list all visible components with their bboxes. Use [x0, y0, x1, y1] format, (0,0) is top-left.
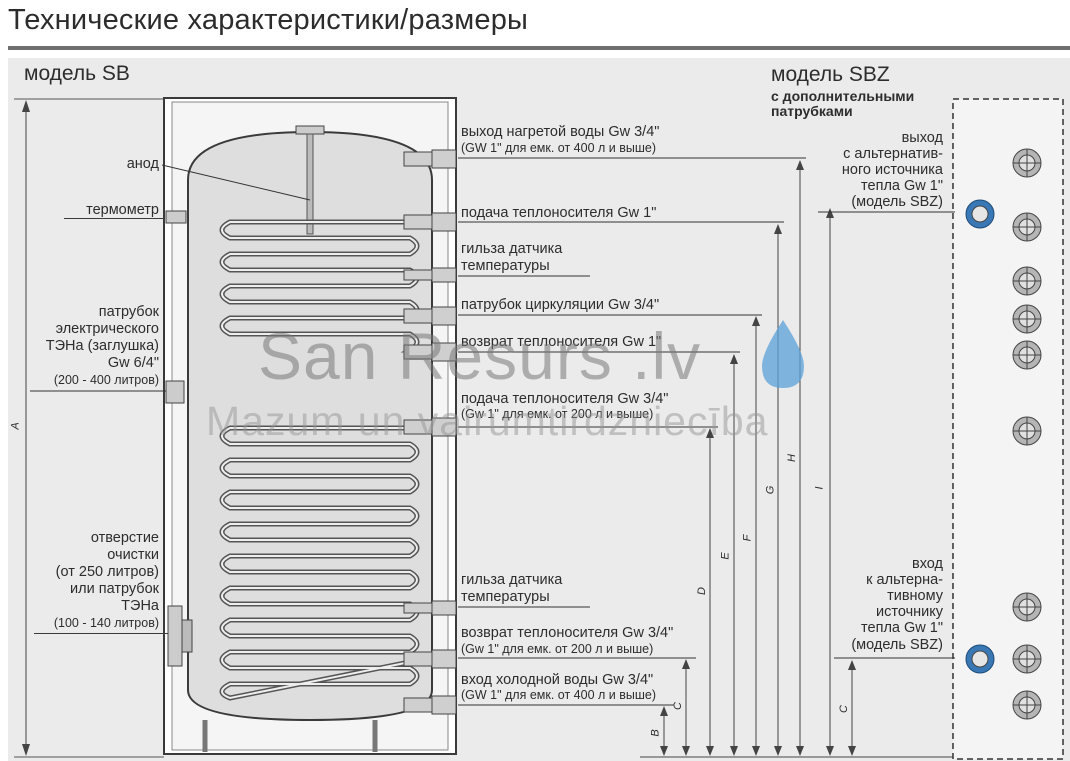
label-return-bottom-note: (Gw 1" для емк. от 200 л и выше): [461, 642, 654, 656]
label-heater-3: ТЭНа (заглушка): [45, 338, 159, 354]
label-alt-in-5: тепла Gw 1": [861, 620, 943, 636]
label-heater-4: Gw 6/4": [107, 355, 159, 371]
sbz-port: [1012, 690, 1042, 720]
label-alt-in-4: источнику: [876, 604, 943, 620]
label-alt-in-3: тивному: [887, 588, 943, 604]
sbz-port: [1012, 148, 1042, 178]
sbz-port: [1012, 592, 1042, 622]
label-alt-out-4: тепла Gw 1": [861, 178, 943, 194]
cleaning-cover: [181, 619, 193, 653]
model-sb-heading: модель SB: [24, 62, 130, 85]
label-cleaning-2: очистки: [107, 547, 159, 563]
fitting-return-bottom: [403, 651, 433, 667]
fitting-supply-top: [403, 214, 433, 230]
sbz-port: [1012, 416, 1042, 446]
label-hot-out: выход нагретой воды Gw 3/4": [461, 124, 660, 140]
dim-label-b: B: [649, 729, 662, 737]
label-hot-out-note: (GW 1" для емк. от 400 л и выше): [461, 141, 657, 155]
thermometer-leader: [64, 218, 164, 219]
label-thermometer: термометр: [86, 202, 159, 218]
anode-cap: [295, 125, 325, 135]
anode-rod: [306, 133, 314, 235]
label-cleaning-3: (от 250 литров): [55, 564, 159, 580]
sbz-alt-port-top: [965, 199, 995, 229]
dim-label-g: G: [764, 485, 777, 495]
label-heater-1: патрубок: [98, 304, 159, 320]
dim-label-c-sbz: C: [837, 705, 850, 713]
thermometer-port: [165, 210, 187, 224]
watermark-line-1: San Resurs .lv: [258, 319, 702, 393]
sbz-ports: [965, 148, 1042, 720]
dim-label-f: F: [741, 534, 754, 542]
title-divider: [8, 46, 1070, 50]
label-anode: анод: [126, 156, 159, 172]
cleaning-flange: [167, 605, 183, 667]
dim-label-c: C: [671, 702, 684, 710]
sbz-port: [1012, 212, 1042, 242]
lower-heat-coil-highlight: [221, 427, 421, 700]
label-supply-top: подача теплоносителя Gw 1": [461, 205, 657, 221]
sbz-port: [1012, 340, 1042, 370]
sbz-alt-port-bottom: [965, 644, 995, 674]
label-alt-out-5: (модель SBZ): [851, 194, 943, 210]
dim-label-d: D: [695, 587, 708, 595]
dim-a-arrow-bottom: [22, 744, 30, 756]
cleaning-leader: [34, 633, 168, 634]
label-alt-in-1: вход: [912, 556, 943, 572]
label-cleaning-5: ТЭНа: [121, 598, 159, 614]
fitting-sensor-bottom: [403, 602, 433, 614]
label-sensor-bottom-2: температуры: [461, 589, 550, 605]
dim-lines: [640, 166, 955, 758]
label-cleaning-4: или патрубок: [70, 581, 159, 597]
label-cleaning-1: отверстие: [90, 530, 159, 546]
label-cold-in: вход холодной воды Gw 3/4": [461, 672, 654, 688]
fitting-hot-out: [403, 151, 433, 167]
label-heater-2: электрического: [55, 321, 159, 337]
dim-label-e: E: [719, 552, 732, 560]
label-alt-in-6: (модель SBZ): [851, 637, 943, 653]
label-alt-out-3: ного источника: [841, 162, 943, 178]
label-supply-bottom: подача теплоносителя Gw 3/4": [461, 391, 669, 407]
dim-label-i: I: [813, 486, 826, 490]
label-alt-in-2: к альтерна-: [866, 572, 943, 588]
label-supply-bottom-note: (Gw 1" для емк. от 200 л и выше): [461, 407, 654, 421]
dim-arrows: [660, 160, 856, 756]
sbz-port: [1012, 266, 1042, 296]
dim-a-arrow-top: [22, 100, 30, 112]
label-heater-note: (200 - 400 литров): [53, 373, 159, 387]
dim-label-a: A: [9, 422, 22, 430]
model-sbz-subtitle-1: с дополнительными: [771, 88, 915, 104]
anode-leader: [161, 164, 311, 201]
dim-label-h: H: [785, 454, 798, 462]
label-sensor-top-1: гильза датчика: [461, 241, 563, 257]
label-sensor-top-2: температуры: [461, 258, 550, 274]
label-cold-in-note: (GW 1" для емк. от 400 л и выше): [461, 688, 657, 702]
sbz-port: [1012, 644, 1042, 674]
label-return-top: возврат теплоносителя Gw 1": [461, 334, 662, 350]
label-sensor-bottom-1: гильза датчика: [461, 572, 563, 588]
fitting-sensor-top: [403, 269, 433, 281]
watermark-line-2: Mazum un vairumtirdzniecība: [206, 398, 769, 444]
fitting-cold-in: [403, 697, 433, 713]
model-sbz-subtitle-2: патрубками: [771, 103, 853, 119]
page-title: Технические характеристики/размеры: [8, 4, 529, 36]
label-circulation: патрубок циркуляции Gw 3/4": [461, 297, 660, 313]
upper-heat-coil-highlight: [221, 221, 420, 351]
label-cleaning-note: (100 - 140 литров): [53, 616, 159, 630]
model-sbz-heading: модель SBZ: [771, 63, 890, 86]
right-fittings: [403, 149, 457, 715]
label-return-bottom: возврат теплоносителя Gw 3/4": [461, 625, 674, 641]
label-alt-out-2: с альтернатив-: [843, 146, 943, 162]
label-alt-out-1: выход: [901, 130, 943, 146]
heater-port: [165, 380, 185, 404]
label-leaders: [458, 157, 806, 706]
sbz-port: [1012, 304, 1042, 334]
watermark-drop-icon: [762, 320, 804, 388]
